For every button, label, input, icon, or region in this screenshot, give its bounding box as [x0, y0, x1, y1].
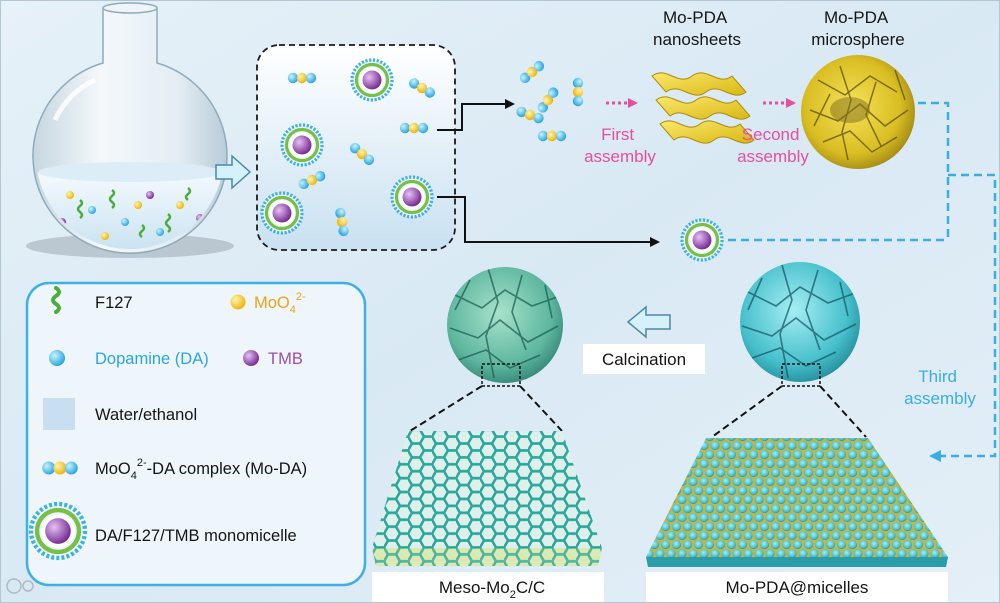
- legend-dopamine: Dopamine (DA): [95, 350, 209, 368]
- monomicelle: [260, 191, 304, 235]
- legend-box: [25, 281, 367, 587]
- f127-icon: [51, 286, 61, 314]
- flask-rim: [102, 2, 158, 14]
- legend-tmb: TMB: [268, 350, 303, 368]
- mo-da-complex: [399, 122, 429, 134]
- mo-pda-microsphere: [801, 55, 915, 169]
- legend-molybdate: MoO42-: [254, 291, 306, 316]
- nanosheets-label: Mo-PDA nanosheets: [653, 8, 741, 49]
- watermark-logo: [6, 578, 34, 594]
- mo-pda-micelles-sphere: [740, 262, 860, 387]
- molybdate-icon: [230, 294, 246, 310]
- calcination-label-box: [583, 344, 705, 374]
- legend-complex: MoO42--DA complex (Mo-DA): [95, 457, 307, 482]
- solvent-icon: [43, 398, 75, 430]
- monomicelle: [350, 58, 394, 102]
- calcination-label: Calcination: [602, 350, 686, 369]
- zoom-guide: [711, 385, 867, 438]
- tmb-icon: [243, 350, 259, 366]
- second-assembly-label: Second assembly: [737, 125, 809, 166]
- meso-label-box: [372, 572, 604, 602]
- meso-mo2c-label: Meso-Mo2C/C: [439, 578, 545, 601]
- monomicelle-icon: [31, 504, 85, 558]
- meso-mo2c-framework: [372, 431, 602, 566]
- microsphere-label: Mo-PDA microsphere: [811, 8, 905, 49]
- legend-solvent: Water/ethanol: [95, 406, 197, 424]
- dopamine-icon: [49, 350, 65, 366]
- monomicelle: [680, 218, 724, 262]
- third-assembly-route: [728, 101, 997, 462]
- micelles-label-box: [646, 572, 948, 602]
- monomicelle: [390, 175, 434, 219]
- mo-pda-micelles-framework: [646, 438, 948, 567]
- reaction-flask: [26, 2, 234, 258]
- mo-da-complex: [287, 72, 317, 84]
- micelle-route-arrow: [437, 196, 660, 247]
- calcination-arrow: [626, 305, 671, 339]
- meso-mo2c-sphere: [447, 267, 563, 387]
- legend: F127 MoO42- Dopamine (DA) TMB Water/etha…: [25, 281, 367, 587]
- zoom-guide: [409, 385, 563, 432]
- mixture-box: [256, 44, 456, 251]
- mo-pda-micelles-label: Mo-PDA@micelles: [726, 578, 869, 597]
- third-assembly-label: Third assembly: [904, 367, 976, 408]
- complex-route-arrow: [437, 99, 515, 131]
- monomicelle: [280, 123, 324, 167]
- mo-da-complex-icon: [42, 461, 78, 475]
- legend-f127: F127: [95, 294, 133, 312]
- transfer-arrow: [215, 154, 252, 190]
- first-assembly-label: First assembly: [584, 125, 656, 166]
- flask-highlight: [52, 77, 97, 122]
- legend-monomicelle: DA/F127/TMB monomicelle: [95, 527, 297, 545]
- mo-pda-nanosheets: [651, 72, 755, 144]
